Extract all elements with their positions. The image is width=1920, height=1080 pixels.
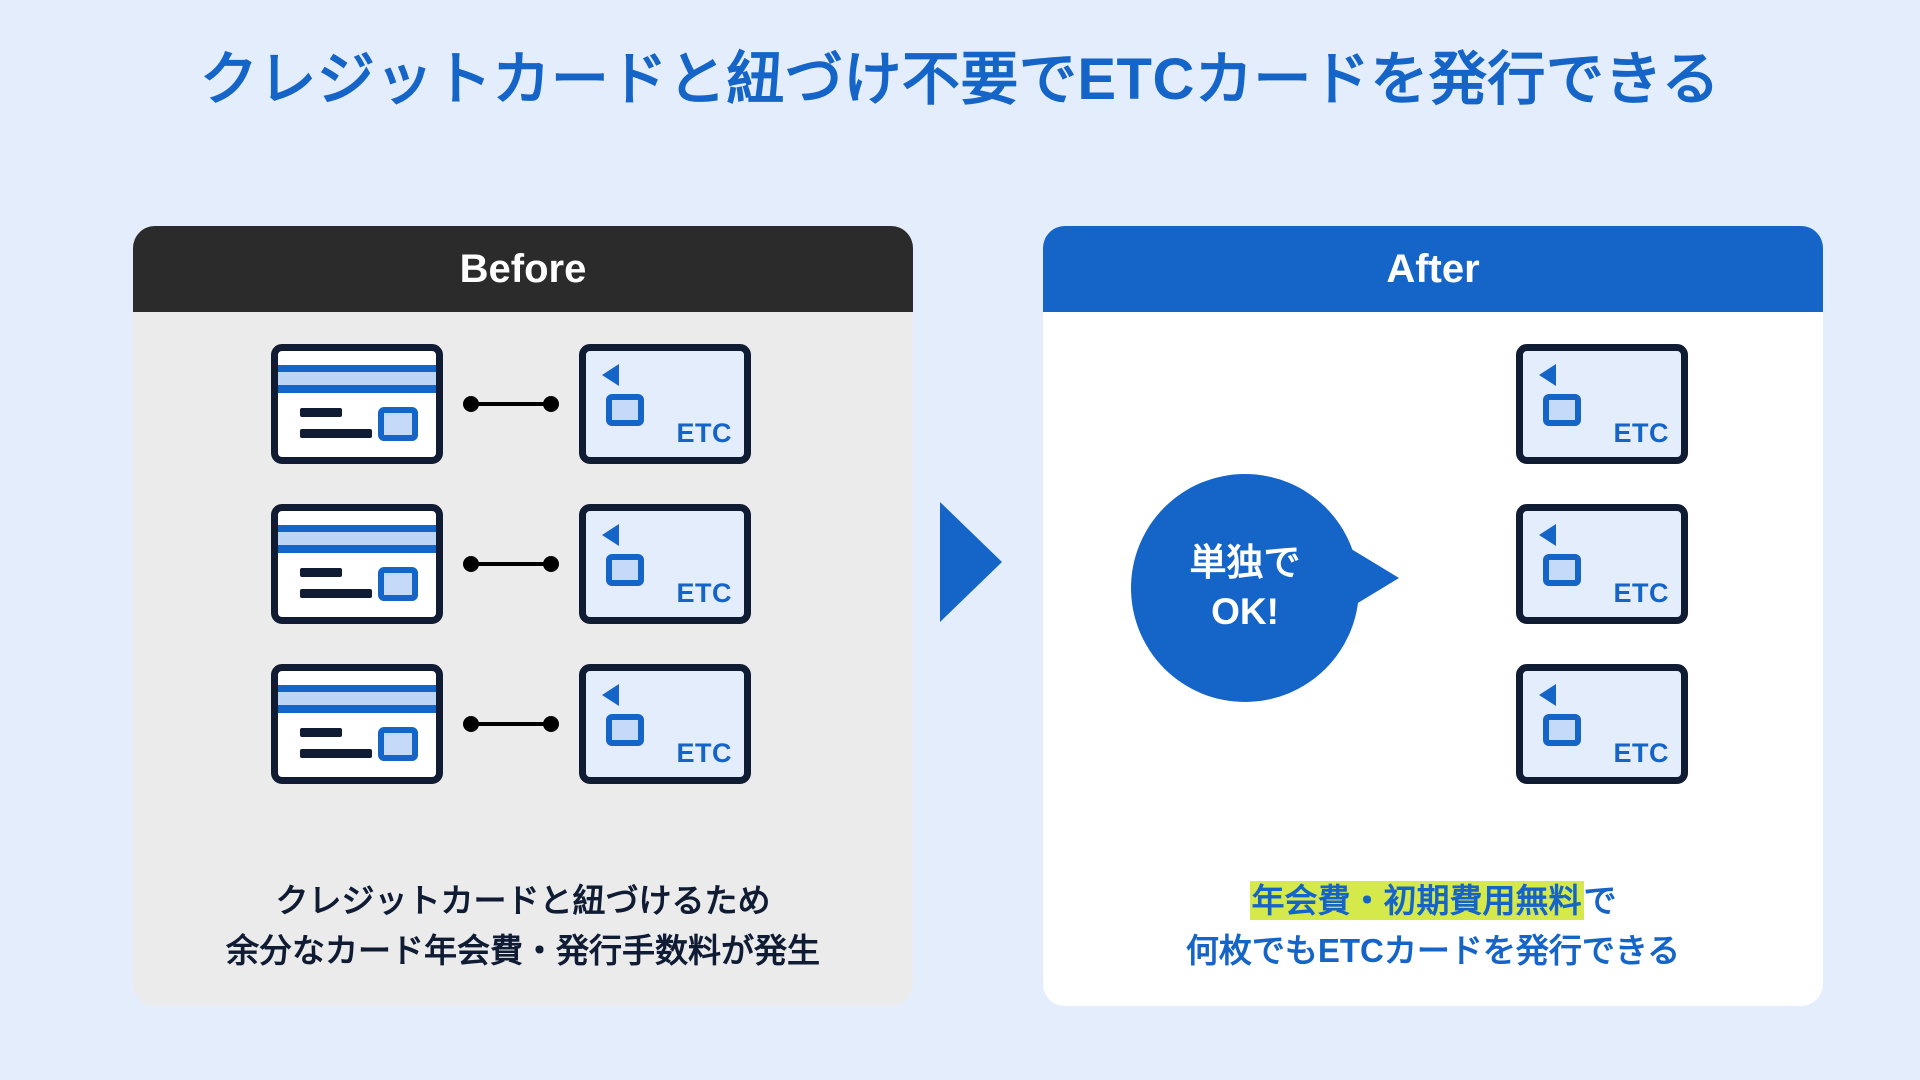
speech-bubble-line1: 単独で <box>1189 542 1301 584</box>
after-caption-highlight: 年会費・初期費用無料 <box>1249 880 1584 920</box>
etc-card-label: ETC <box>676 738 732 768</box>
etc-triangle-icon <box>1539 524 1556 546</box>
credit-card-line-long <box>300 429 372 438</box>
etc-card-label: ETC <box>676 578 732 608</box>
etc-card-label: ETC <box>1613 738 1669 768</box>
credit-card-line-short <box>300 728 342 737</box>
before-row: ETC <box>133 504 913 624</box>
etc-triangle-icon <box>602 684 619 706</box>
after-caption: 年会費・初期費用無料で 何枚でもETCカードを発行できる <box>1043 876 1823 976</box>
etc-card-icon: ETC <box>1516 504 1688 624</box>
etc-triangle-icon <box>1539 684 1556 706</box>
credit-card-line-long <box>300 589 372 598</box>
credit-card-stripe <box>278 685 436 719</box>
etc-chip-icon <box>1543 394 1581 426</box>
before-caption-line1: クレジットカードと紐づけるため <box>275 881 771 919</box>
before-caption: クレジットカードと紐づけるため 余分なカード年会費・発行手数料が発生 <box>133 876 913 976</box>
etc-card-icon: ETC <box>579 664 751 784</box>
credit-card-chip-icon <box>378 727 418 761</box>
after-panel-body: 単独で OK! ETC ETC <box>1043 312 1823 1006</box>
credit-card-chip-icon <box>378 567 418 601</box>
etc-card-label: ETC <box>1613 578 1669 608</box>
after-panel-header: After <box>1043 226 1823 312</box>
speech-bubble: 単独で OK! <box>1131 474 1359 702</box>
speech-bubble-line2: OK! <box>1211 591 1279 632</box>
speech-bubble-tail-icon <box>1343 544 1399 612</box>
after-caption-line1: 年会費・初期費用無料で <box>1043 876 1823 926</box>
before-row: ETC <box>133 344 913 464</box>
credit-card-icon <box>271 344 443 464</box>
credit-card-line-short <box>300 408 342 417</box>
credit-card-icon <box>271 664 443 784</box>
before-row: ETC <box>133 664 913 784</box>
link-connector-icon <box>463 396 559 412</box>
etc-chip-icon <box>606 394 644 426</box>
after-row: ETC <box>1516 664 1688 784</box>
page-title: クレジットカードと紐づけ不要でETCカードを発行できる <box>199 47 1721 112</box>
after-panel: After 単独で OK! ETC ETC <box>1043 226 1823 1006</box>
credit-card-line-short <box>300 568 342 577</box>
etc-card-icon: ETC <box>1516 664 1688 784</box>
etc-chip-icon <box>1543 714 1581 746</box>
etc-chip-icon <box>606 554 644 586</box>
etc-card-label: ETC <box>1613 418 1669 448</box>
credit-card-icon <box>271 504 443 624</box>
etc-chip-icon <box>606 714 644 746</box>
link-connector-icon <box>463 716 559 732</box>
etc-card-icon: ETC <box>1516 344 1688 464</box>
etc-chip-icon <box>1543 554 1581 586</box>
etc-triangle-icon <box>602 364 619 386</box>
etc-triangle-icon <box>1539 364 1556 386</box>
etc-card-icon: ETC <box>579 504 751 624</box>
after-row: ETC <box>1516 504 1688 624</box>
after-row: ETC <box>1516 344 1688 464</box>
credit-card-stripe <box>278 525 436 559</box>
credit-card-line-long <box>300 749 372 758</box>
before-panel: Before ETC <box>133 226 913 1006</box>
after-caption-tail: で <box>1583 881 1617 919</box>
right-arrow-icon <box>940 502 1002 622</box>
after-caption-line2: 何枚でもETCカードを発行できる <box>1185 931 1681 969</box>
before-caption-line2: 余分なカード年会費・発行手数料が発生 <box>226 931 820 969</box>
credit-card-stripe <box>278 365 436 399</box>
etc-card-icon: ETC <box>579 344 751 464</box>
etc-card-label: ETC <box>676 418 732 448</box>
before-panel-body: ETC ETC <box>133 312 913 1006</box>
before-panel-header: Before <box>133 226 913 312</box>
link-connector-icon <box>463 556 559 572</box>
credit-card-chip-icon <box>378 407 418 441</box>
etc-triangle-icon <box>602 524 619 546</box>
